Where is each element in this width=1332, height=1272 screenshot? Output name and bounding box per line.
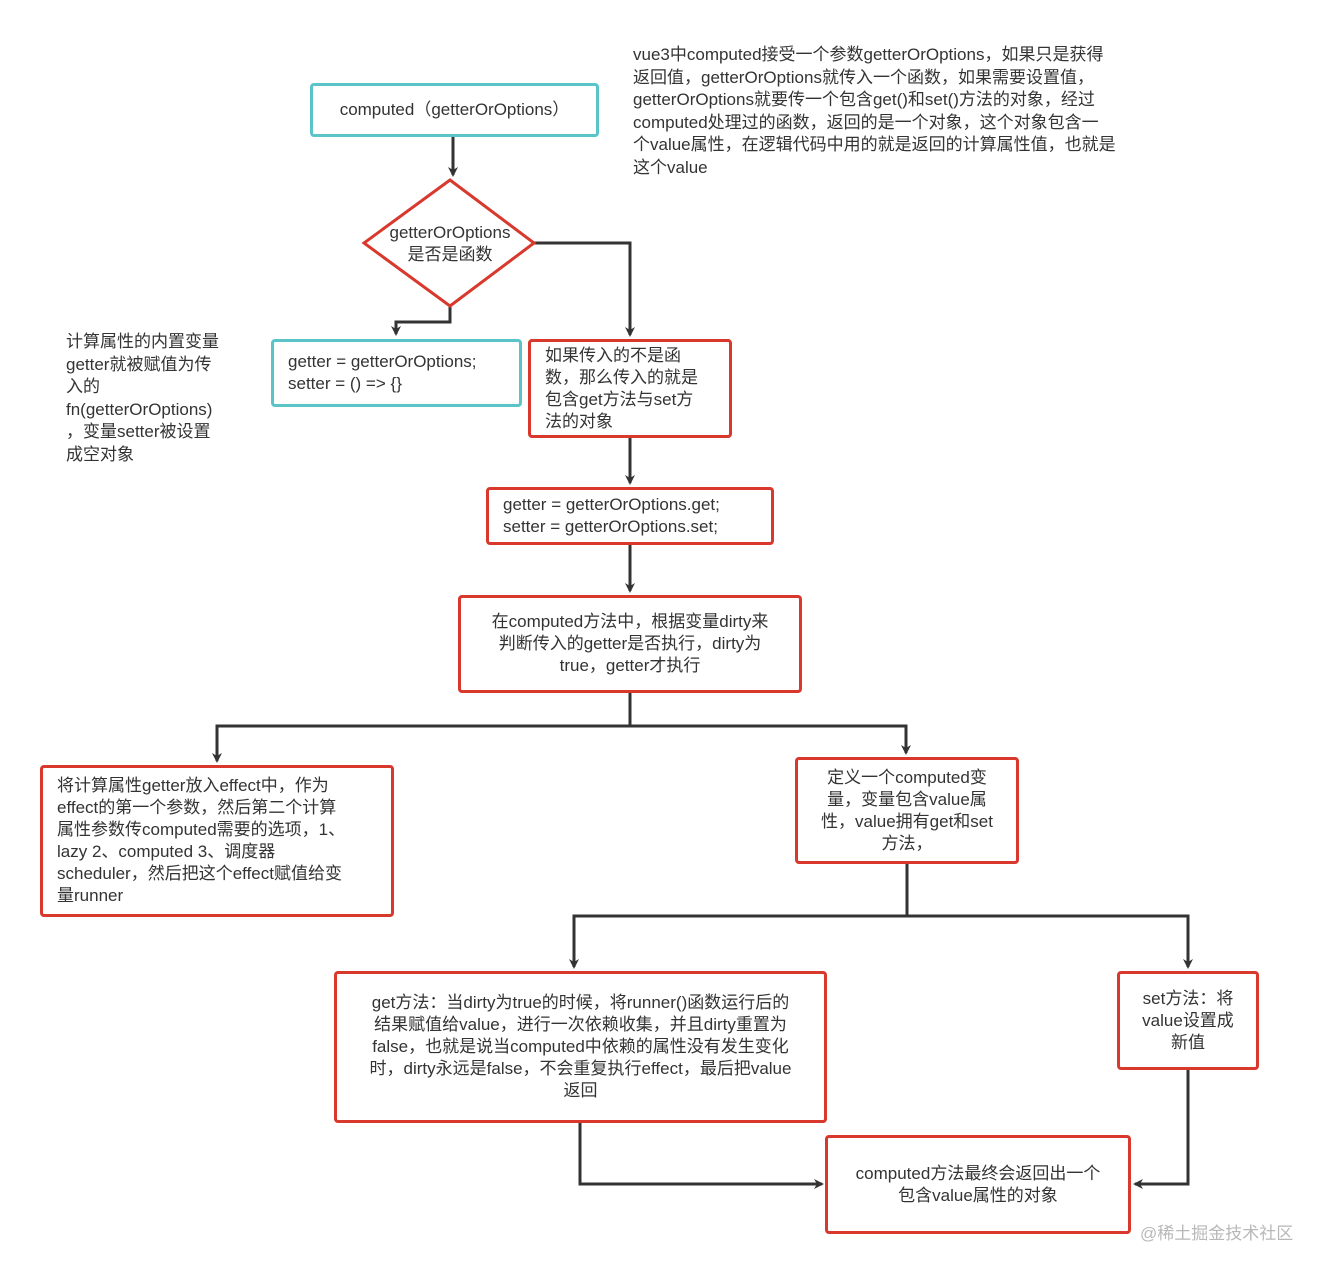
get-method-node: get方法：当dirty为true的时候，将runner()函数运行后的 结果赋… xyxy=(334,971,827,1123)
intro-note: vue3中computed接受一个参数getterOrOptions，如果只是获… xyxy=(633,45,1116,177)
edge-decision-to-getter-fn xyxy=(391,306,452,336)
edge-dirty-to-define xyxy=(630,724,911,755)
decision-diamond xyxy=(361,178,537,308)
define-computed-node: 定义一个computed变 量，变量包含value属 性，value拥有get和… xyxy=(795,757,1019,864)
edge-define-split xyxy=(569,864,909,969)
watermark: @稀土掘金技术社区 xyxy=(1140,1224,1294,1243)
assign-get-set-node: getter = getterOrOptions.get; setter = g… xyxy=(486,487,774,545)
edge-set-to-final xyxy=(1133,1070,1190,1189)
computed-node: computed（getterOrOptions） xyxy=(310,83,599,137)
decision-label: getterOrOptions 是否是函数 xyxy=(389,223,511,264)
dirty-check-node: 在computed方法中，根据变量dirty来 判断传入的getter是否执行，… xyxy=(458,595,802,693)
not-function-node: 如果传入的不是函 数，那么传入的就是 包含get方法与set方 法的对象 xyxy=(528,339,732,438)
getter-function-node: getter = getterOrOptions; setter = () =>… xyxy=(271,339,522,407)
edge-get-to-final xyxy=(578,1123,824,1189)
getter-side-note: 计算属性的内置变量 getter就被赋值为传 入的 fn(getterOrOpt… xyxy=(66,332,219,464)
final-return-node: computed方法最终会返回出一个 包含value属性的对象 xyxy=(825,1135,1131,1234)
effect-runner-node: 将计算属性getter放入effect中，作为 effect的第一个参数，然后第… xyxy=(40,765,394,917)
edge-decision-to-not-function xyxy=(534,241,635,337)
set-method-node: set方法：将 value设置成 新值 xyxy=(1117,971,1259,1070)
edge-define-to-set xyxy=(907,914,1193,969)
edge-dirty-split xyxy=(212,693,632,763)
